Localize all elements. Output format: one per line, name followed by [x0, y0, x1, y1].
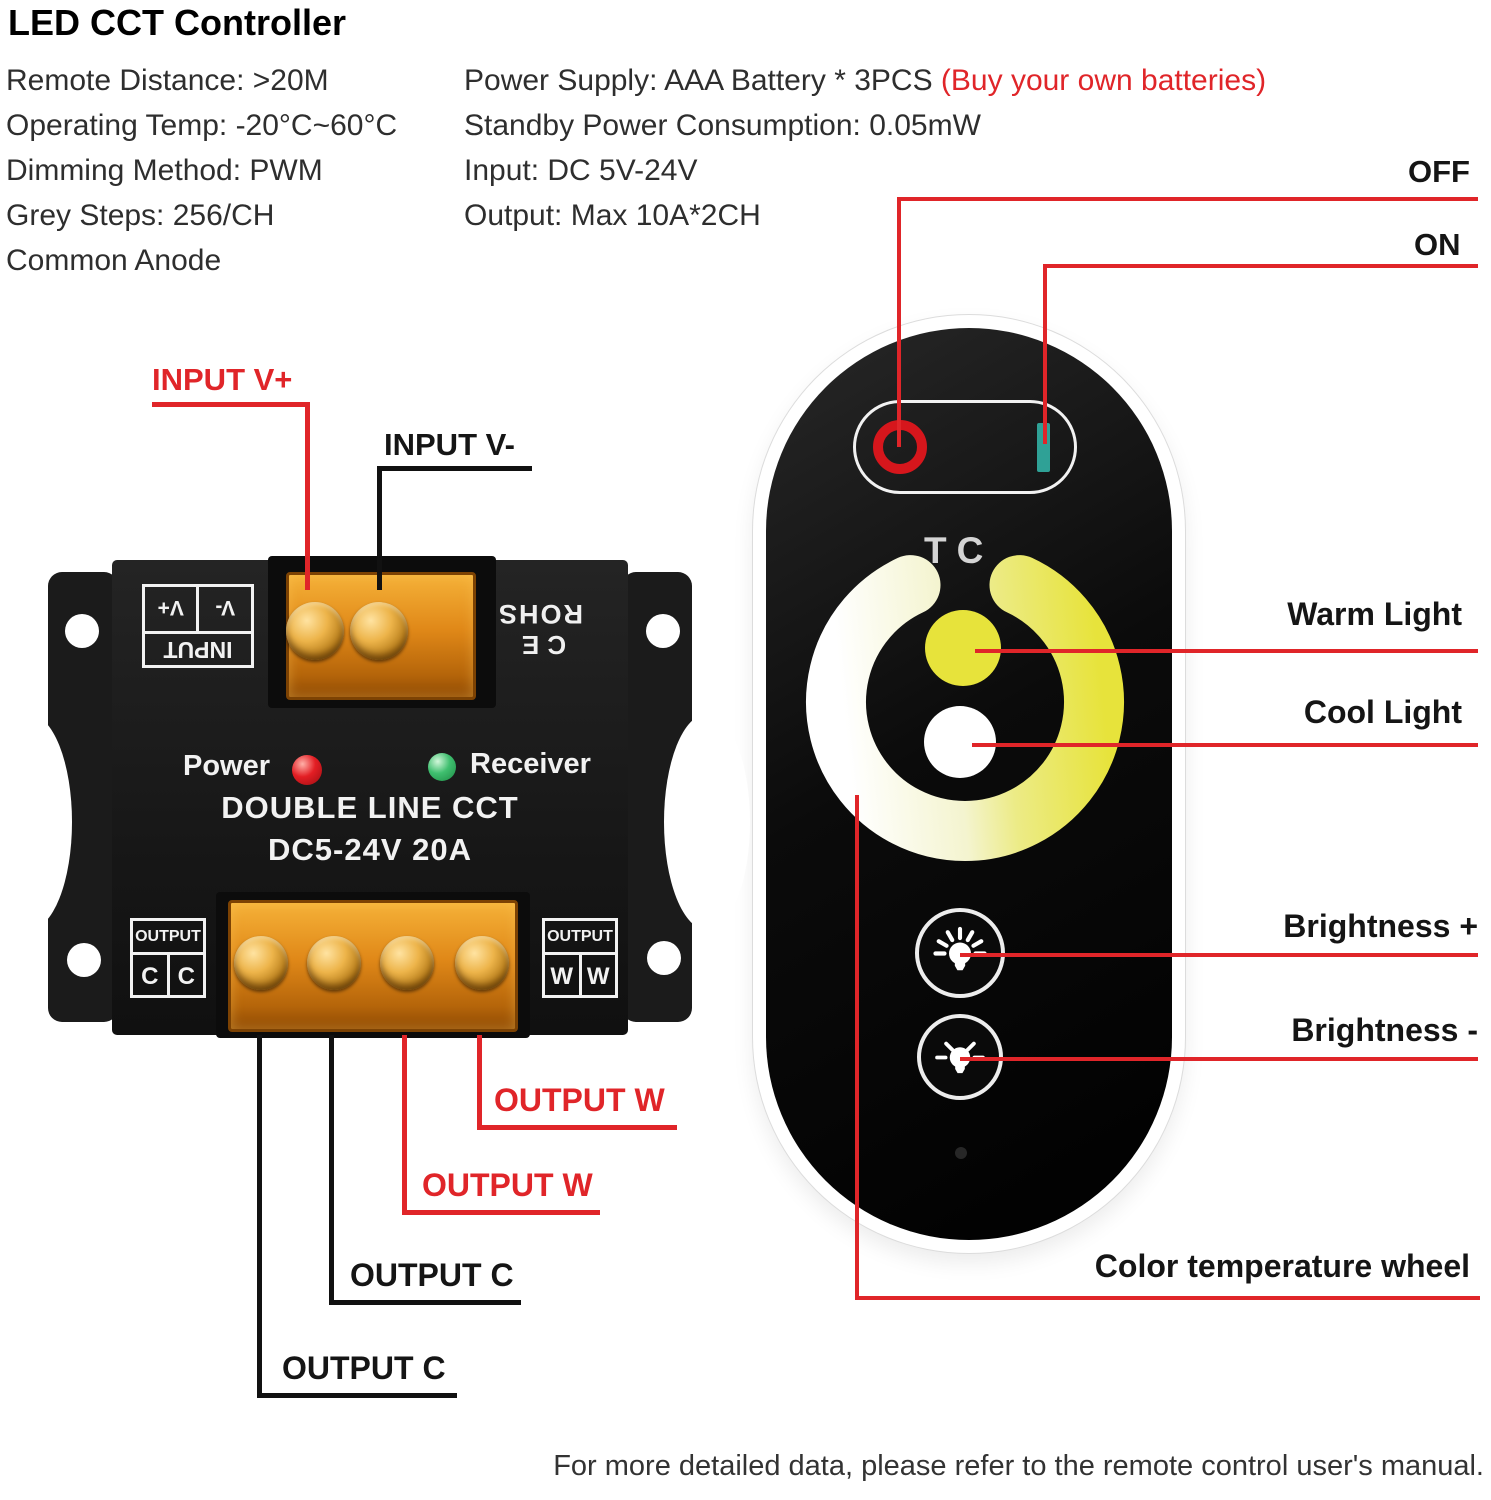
- output-c-annotation-1: OUTPUT C: [282, 1350, 446, 1386]
- wheel-ring[interactable]: [806, 555, 1124, 862]
- output-w-wire-2: [402, 1035, 407, 1215]
- output-screw-w1[interactable]: [380, 936, 434, 990]
- controller-left-notch: [0, 714, 72, 930]
- controller-right-notch: [664, 714, 750, 930]
- output-c-wire-2: [329, 1035, 334, 1305]
- input-vminus-underline: [377, 466, 532, 471]
- spec-power-supply-main: Power Supply: AAA Battery * 3PCS: [464, 64, 941, 97]
- spec-input: Input: DC 5V-24V: [464, 154, 698, 187]
- cool-light-dot[interactable]: [924, 706, 996, 778]
- output-c-wire-1: [257, 1035, 262, 1398]
- wheel-line-h: [855, 1296, 1480, 1300]
- spec-power-supply-note: (Buy your own batteries): [940, 64, 1267, 97]
- mounting-hole-top-left: [65, 614, 99, 648]
- power-led-label: Power: [183, 750, 271, 782]
- rohs-mark: ROHS: [497, 599, 584, 629]
- warm-light-line: [975, 649, 1478, 653]
- color-temperature-wheel[interactable]: [805, 542, 1125, 862]
- warm-light-dot[interactable]: [925, 610, 1001, 686]
- spec-grey-steps: Grey Steps: 256/CH: [6, 199, 275, 232]
- brightness-plus-line: [960, 953, 1478, 957]
- spec-power-supply: Power Supply: AAA Battery * 3PCS (Buy yo…: [464, 64, 1266, 98]
- on-label: ON: [1414, 227, 1461, 262]
- input-vminus-label: INPUT V-: [384, 427, 515, 462]
- brightness-minus-line: [960, 1057, 1478, 1061]
- mounting-hole-bottom-left: [67, 943, 101, 977]
- output-c-label-box: OUTPUT C C: [130, 918, 206, 998]
- tc-logo: TC: [924, 530, 994, 571]
- output-c-annotation-2: OUTPUT C: [350, 1257, 514, 1293]
- off-label: OFF: [1408, 154, 1470, 189]
- output-c-underline-2: [329, 1300, 521, 1305]
- mounting-hole-bottom-right: [647, 941, 681, 975]
- output-c-cell-2: C: [177, 962, 195, 990]
- input-vplus-label: INPUT V+: [152, 362, 293, 397]
- output-c-title: OUTPUT: [133, 921, 203, 956]
- input-screw-vplus[interactable]: [286, 602, 344, 660]
- receiver-led: [428, 753, 456, 781]
- wheel-label: Color temperature wheel: [1094, 1248, 1470, 1284]
- brightness-plus-label: Brightness +: [1283, 908, 1478, 944]
- output-w-underline-1: [477, 1125, 677, 1130]
- on-line-v: [1043, 264, 1047, 444]
- output-screw-c2[interactable]: [307, 936, 361, 990]
- input-vplus-wire: [305, 402, 310, 590]
- input-label-vminus: V-: [196, 584, 251, 631]
- footer-note: For more detailed data, please refer to …: [553, 1450, 1484, 1482]
- power-button-area: [853, 400, 1077, 494]
- output-screw-c1[interactable]: [234, 936, 288, 990]
- output-w-title: OUTPUT: [545, 921, 615, 956]
- output-w-cell-2: W: [586, 962, 610, 990]
- input-screw-vminus[interactable]: [350, 602, 408, 660]
- cool-light-line: [972, 743, 1478, 747]
- brightness-minus-label: Brightness -: [1291, 1012, 1478, 1048]
- input-terminal-label: INPUT V- V+: [142, 584, 254, 668]
- warm-light-label: Warm Light: [1287, 596, 1462, 632]
- output-w-cell-1: W: [545, 955, 582, 998]
- on-line-h: [1043, 264, 1478, 268]
- spec-dimming-method: Dimming Method: PWM: [6, 154, 323, 187]
- model-rating: DC5-24V 20A: [268, 832, 472, 867]
- off-line-v: [897, 197, 901, 447]
- spec-standby-power: Standby Power Consumption: 0.05mW: [464, 109, 981, 142]
- remote-indicator-dot: [955, 1147, 967, 1159]
- output-w-underline-2: [402, 1210, 600, 1215]
- power-led: [292, 755, 322, 785]
- receiver-led-label: Receiver: [470, 748, 591, 780]
- output-w-annotation-1: OUTPUT W: [494, 1082, 665, 1118]
- off-line-h: [897, 197, 1478, 201]
- wheel-line-v: [855, 795, 859, 1300]
- spec-output: Output: Max 10A*2CH: [464, 199, 761, 232]
- input-vplus-underline: [152, 402, 310, 407]
- certification-marks: CE ROHS: [494, 584, 586, 660]
- cool-light-label: Cool Light: [1303, 694, 1462, 730]
- output-c-cell-1: C: [133, 955, 170, 998]
- mounting-hole-top-right: [646, 614, 680, 648]
- spec-common-anode: Common Anode: [6, 244, 222, 277]
- output-screw-w2[interactable]: [455, 936, 509, 990]
- spec-operating-temp: Operating Temp: -20°C~60°C: [6, 109, 398, 142]
- output-w-label-box: OUTPUT W W: [542, 918, 618, 998]
- page-title: LED CCT Controller: [8, 2, 346, 43]
- input-label-vplus: V+: [157, 596, 184, 620]
- spec-remote-distance: Remote Distance: >20M: [6, 64, 329, 97]
- input-label-title: INPUT: [145, 630, 251, 665]
- model-name: DOUBLE LINE CCT: [221, 790, 519, 825]
- output-w-wire-1: [477, 1035, 482, 1130]
- output-c-underline-1: [257, 1393, 457, 1398]
- output-w-annotation-2: OUTPUT W: [422, 1167, 593, 1203]
- ce-mark: CE: [513, 630, 567, 660]
- input-vminus-wire: [377, 466, 382, 590]
